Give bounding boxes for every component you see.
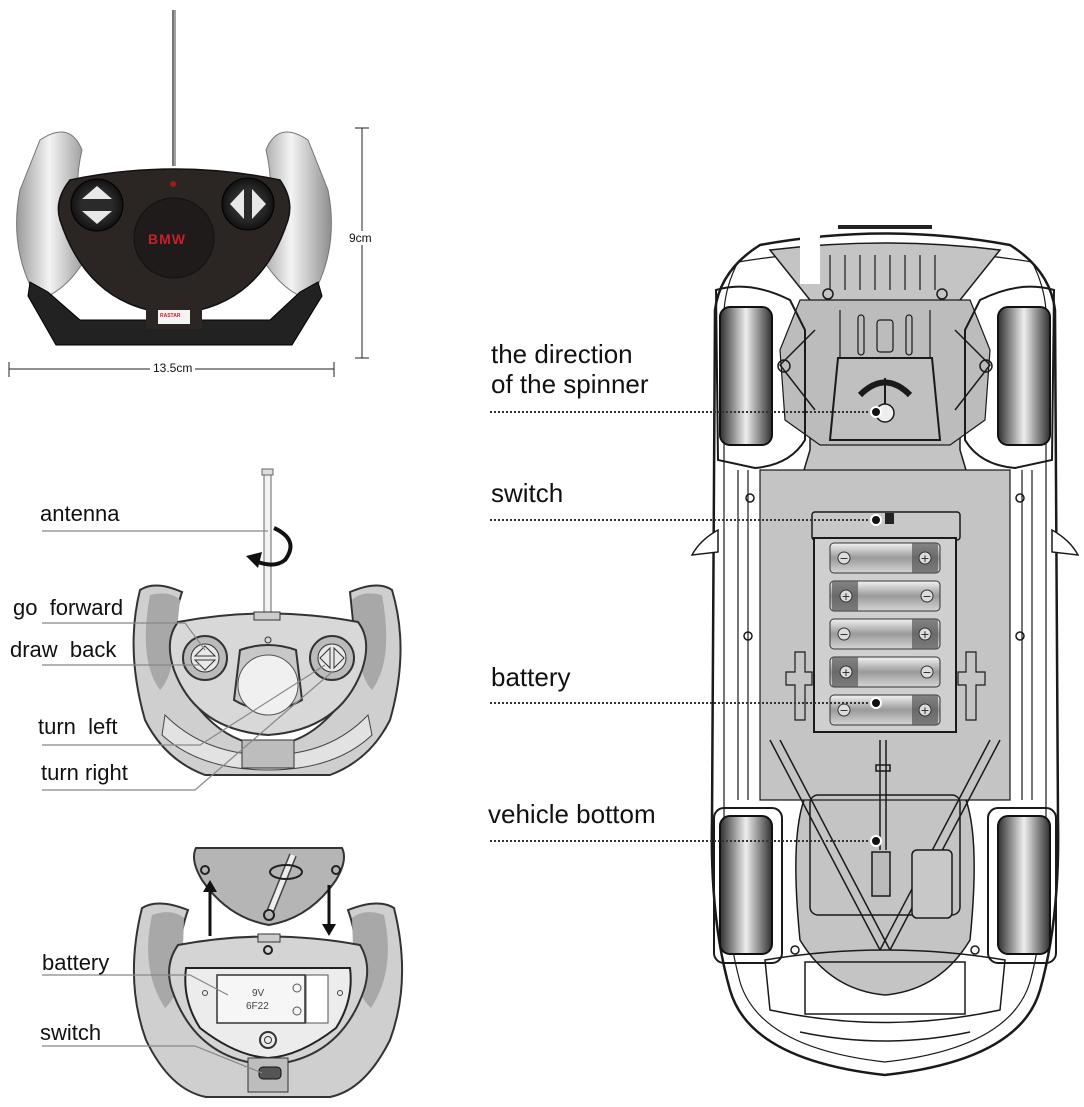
vehicle-switch: [885, 513, 894, 524]
svg-text:+: +: [920, 552, 929, 565]
marker-vehicle-bottom: [870, 835, 882, 847]
callout-vehicle-bottom: vehicle bottom: [488, 799, 656, 829]
center-dial-line: [237, 654, 299, 716]
front-right-tire: [997, 306, 1051, 446]
svg-text:−: −: [839, 704, 848, 717]
width-dimension-text: 13.5cm: [150, 361, 196, 375]
callout-spinner-direction: the direction of the spinner: [491, 339, 649, 399]
aa-battery: −+: [829, 618, 941, 650]
callout-remote-battery: battery: [42, 950, 110, 975]
callout-vehicle-battery: battery: [491, 662, 571, 692]
rotate-arrow-icon: [257, 526, 293, 567]
battery-9v: [216, 974, 306, 1024]
callout-vehicle-switch: switch: [491, 478, 564, 508]
aa-battery: +−: [829, 656, 941, 688]
forward-back-button: [70, 178, 124, 232]
battery-cover: [193, 847, 345, 927]
marker-spinner: [870, 406, 882, 418]
brand-label: BMW: [148, 231, 186, 247]
wheel-bar: [27, 281, 323, 346]
battery-spec-voltage: 9V: [252, 988, 265, 999]
aa-battery: −+: [829, 694, 941, 726]
callout-remote-switch: switch: [40, 1020, 102, 1045]
svg-text:+: +: [920, 628, 929, 641]
remote-switch: [258, 1066, 282, 1080]
led: [170, 181, 176, 187]
marker-battery: [870, 697, 882, 709]
rear-right-tire: [997, 815, 1051, 955]
marker-switch: [870, 514, 882, 526]
maker-badge-text: RASTAR: [160, 313, 181, 319]
callout-draw-back: draw back: [10, 637, 117, 662]
aa-battery: +−: [829, 580, 941, 612]
battery-spec-model: 6F22: [246, 1001, 269, 1012]
svg-text:−: −: [922, 666, 931, 679]
callout-turn-left: turn left: [38, 714, 118, 739]
svg-text:−: −: [839, 628, 848, 641]
svg-text:+: +: [841, 590, 850, 603]
front-left-tire: [719, 306, 773, 446]
height-dimension-text: 9cm: [346, 231, 375, 245]
aa-battery: −+: [829, 542, 941, 574]
callout-turn-right: turn right: [41, 760, 128, 785]
callout-antenna: antenna: [40, 501, 120, 526]
svg-text:+: +: [920, 704, 929, 717]
rear-left-tire: [719, 815, 773, 955]
svg-text:+: +: [841, 666, 850, 679]
left-right-button: [221, 177, 275, 231]
center-dial: [133, 197, 215, 279]
svg-text:−: −: [839, 552, 848, 565]
svg-text:−: −: [922, 590, 931, 603]
maker-badge: [158, 310, 190, 324]
callout-go-forward: go forward: [13, 595, 124, 620]
